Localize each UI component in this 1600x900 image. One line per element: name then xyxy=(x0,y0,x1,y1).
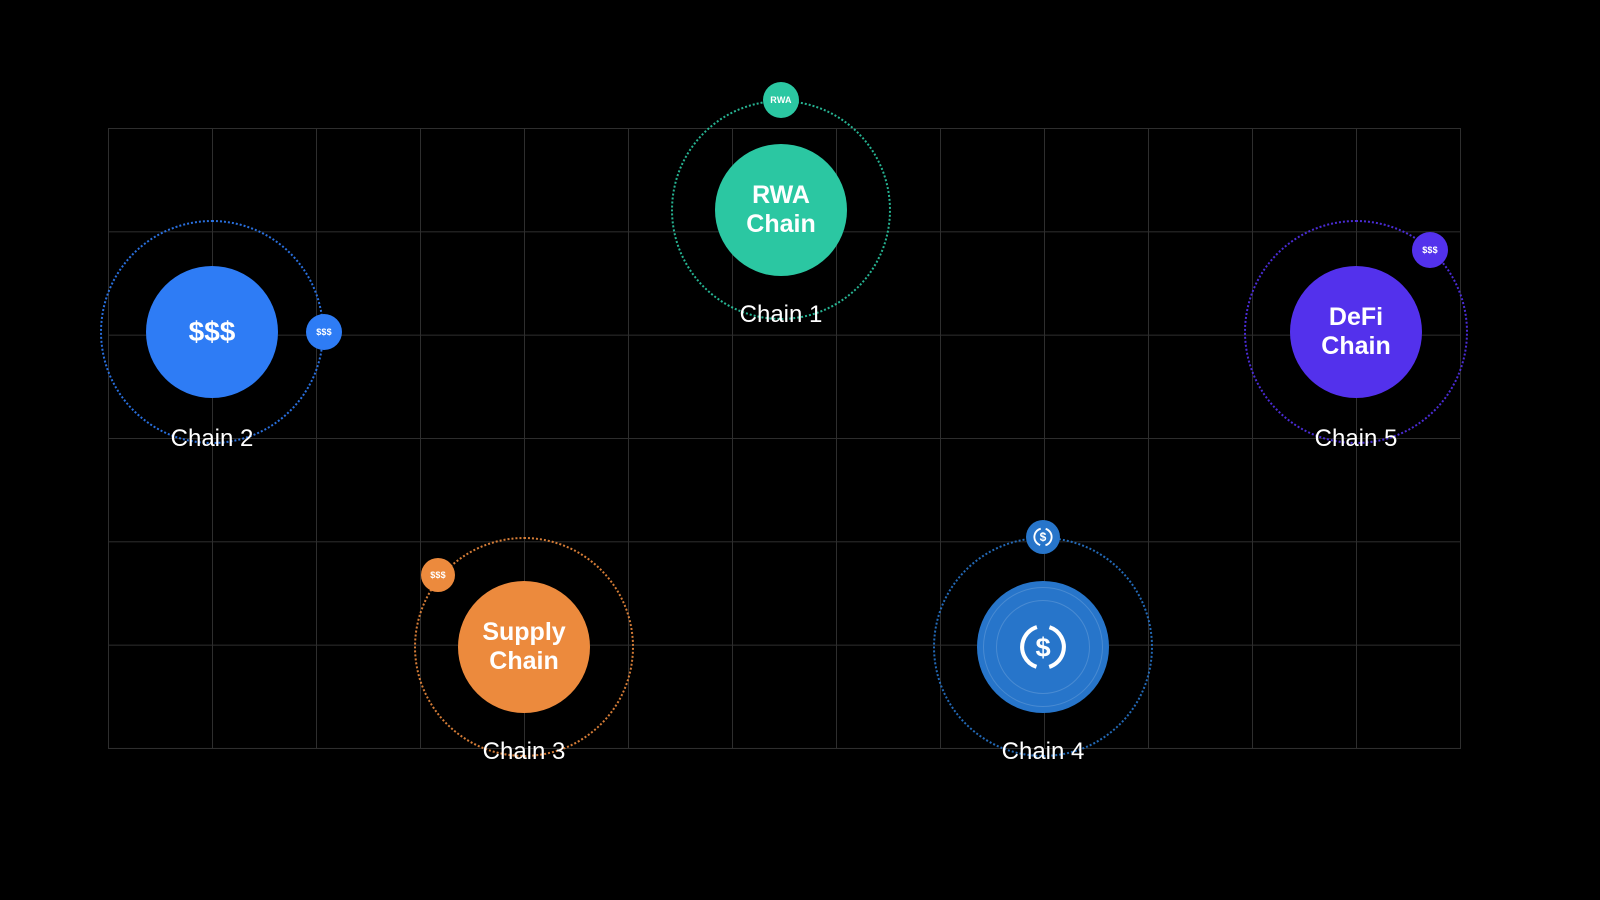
orbit-ring xyxy=(1244,220,1468,444)
chain-bubble[interactable]: $ xyxy=(977,581,1109,713)
satellite-label: $$$ xyxy=(316,327,332,337)
chain-bubble[interactable]: RWA Chain xyxy=(715,144,847,276)
ripple-ring xyxy=(983,587,1103,707)
chain-bubble-label: $$$ xyxy=(188,315,236,347)
satellite-badge[interactable]: $$$ xyxy=(1412,232,1448,268)
chain-bubble-label: DeFi xyxy=(1328,303,1384,332)
satellite-badge[interactable]: RWA xyxy=(763,82,799,118)
chain-bubble-label: Chain xyxy=(1321,332,1391,360)
satellite-label: RWA xyxy=(770,95,792,105)
chain-node-5: DeFi Chain $$$ Chain 5 xyxy=(1244,220,1468,452)
satellite-badge[interactable]: $$$ xyxy=(421,558,455,592)
usdc-icon: $ xyxy=(1033,527,1053,547)
orbit-ring xyxy=(414,537,634,757)
chain-bubble[interactable]: $$$ xyxy=(146,266,278,398)
chain-caption: Chain 3 xyxy=(482,738,566,765)
dollar-symbol: $ xyxy=(1040,530,1047,544)
chain-caption: Chain 1 xyxy=(739,301,823,328)
satellite-label: $$$ xyxy=(430,570,446,580)
satellite-badge[interactable]: $$$ xyxy=(306,314,342,350)
ripple-ring xyxy=(996,600,1090,694)
chain-bubble-label: Chain xyxy=(489,647,559,675)
chain-caption: Chain 2 xyxy=(170,425,254,452)
chain-caption: Chain 4 xyxy=(1001,738,1085,765)
chain-bubble-label: Supply xyxy=(482,618,566,647)
chain-bubble[interactable]: DeFi Chain xyxy=(1290,266,1422,398)
chain-caption: Chain 5 xyxy=(1314,425,1398,452)
satellite-badge[interactable]: $ xyxy=(1026,520,1060,554)
chain-bubble[interactable]: Supply Chain xyxy=(458,581,590,713)
satellite-label: $$$ xyxy=(1422,245,1438,255)
chain-node-1: RWA Chain RWA Chain 1 xyxy=(671,82,891,328)
chain-bubble-label: Chain xyxy=(746,210,816,238)
chain-bubble-label: RWA xyxy=(752,181,810,210)
chain-node-4: $ $ Chain 4 xyxy=(933,520,1153,765)
chain-node-3: Supply Chain $$$ Chain 3 xyxy=(414,537,634,765)
chain-node-2: $$$ $$$ Chain 2 xyxy=(100,220,342,452)
